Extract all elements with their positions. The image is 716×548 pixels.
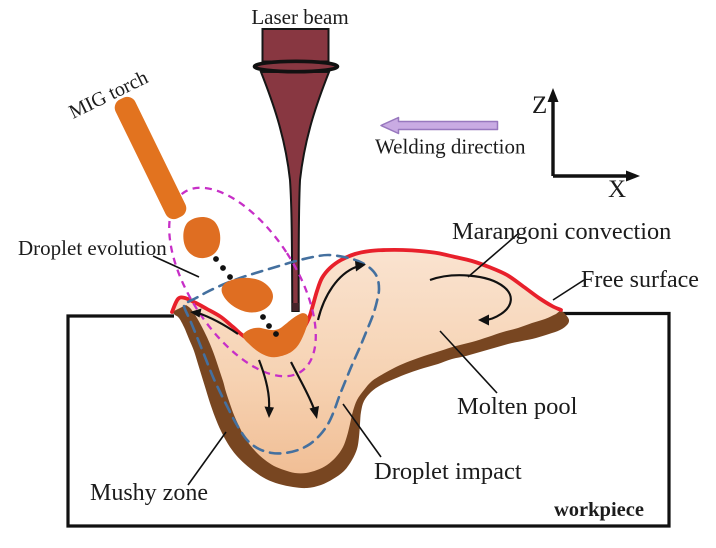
svg-text:Z: Z [532,92,547,119]
svg-text:Welding direction: Welding direction [375,135,526,159]
svg-text:X: X [608,176,626,203]
svg-text:Droplet impact: Droplet impact [374,458,522,485]
svg-text:workpiece: workpiece [554,499,644,521]
svg-text:Mushy zone: Mushy zone [90,480,208,506]
svg-text:Marangoni convection: Marangoni convection [452,218,671,245]
svg-text:Free surface: Free surface [581,267,699,293]
svg-text:Droplet evolution: Droplet evolution [18,236,167,260]
svg-text:Laser beam: Laser beam [251,5,348,29]
svg-text:Molten pool: Molten pool [457,393,578,420]
